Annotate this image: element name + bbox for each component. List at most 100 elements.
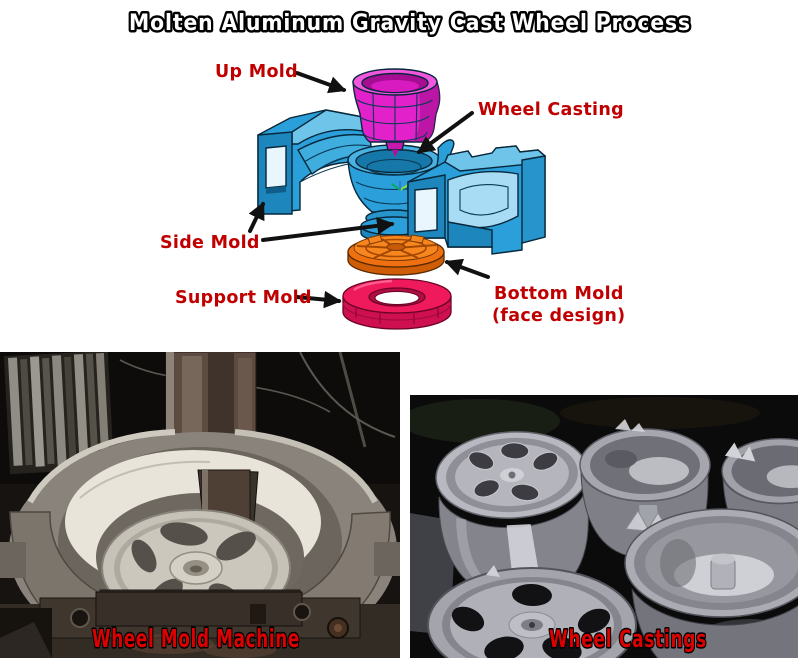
spoke-hole <box>216 531 256 561</box>
rod <box>64 356 77 461</box>
casting-d-shadow <box>660 539 696 587</box>
support-mold-arrow <box>295 290 342 309</box>
axis-marker-icon <box>391 181 409 191</box>
base-plate2 <box>95 591 303 627</box>
side-mold-right-cavity-core <box>459 184 509 216</box>
side-mold-right-hole <box>414 187 438 233</box>
cable <box>299 352 396 438</box>
casting-e-hub-hole <box>529 622 535 628</box>
casting-a-streak <box>456 517 496 589</box>
stain <box>126 634 214 654</box>
spoke-hole <box>131 539 157 573</box>
stain <box>204 642 276 658</box>
bottom-mold-ring <box>365 238 427 258</box>
casting-e-hole <box>577 608 611 634</box>
support-mold-seam <box>342 302 452 321</box>
side-mold-arrow-long <box>261 217 395 242</box>
support-mold-highlight <box>353 279 393 291</box>
rod <box>95 352 110 462</box>
wheel-hub-hole <box>190 565 202 573</box>
rod <box>8 357 23 466</box>
wheel-casting-floor <box>366 158 422 176</box>
casting-a-hole <box>500 442 530 460</box>
side-mold-arrow-short <box>248 201 265 233</box>
casting-c-flash <box>724 442 756 462</box>
spoke-hole <box>160 522 208 546</box>
bottom-mold-label: Bottom Mold <box>494 284 624 304</box>
side-mold-left-hole <box>265 145 287 189</box>
up-mold-shading <box>414 82 440 142</box>
bottom-mold-shape <box>347 234 445 276</box>
photo-wheel-castings: Wheel Castings <box>410 395 798 658</box>
bolt <box>293 603 311 621</box>
mold-top-edge-left <box>27 429 176 504</box>
mold-lug-left <box>0 542 26 578</box>
side-mold-right-end-flange <box>521 155 546 244</box>
casting-big-bowl <box>624 508 798 658</box>
support-mold-label: Support Mold <box>175 288 312 308</box>
up-mold-shape <box>352 68 441 157</box>
up-mold-arrow <box>295 71 347 94</box>
rod <box>42 357 55 465</box>
rod <box>73 354 89 463</box>
hex-bolt-center <box>334 624 342 632</box>
casting-d-hub-top <box>711 553 735 565</box>
stud <box>250 604 266 624</box>
machine-caption: Wheel Mold Machine <box>92 624 300 653</box>
bottom-mold-lugs <box>367 234 425 245</box>
side-mold-left-cavity-line <box>303 144 371 163</box>
support-mold-band-seams <box>355 306 439 324</box>
side-mold-right-shape <box>407 145 547 255</box>
process-diagram: Up Mold Wheel Casting Side Mold Support … <box>160 62 625 330</box>
support-mold-hole <box>374 291 420 305</box>
casting-d-body <box>631 588 798 658</box>
weld-seam <box>79 460 211 499</box>
casting-e-hole <box>542 636 582 658</box>
casting-a-hole <box>532 451 559 471</box>
up-mold-band2 <box>358 115 430 125</box>
up-mold-nub <box>385 141 405 151</box>
casting-a-hole <box>510 483 540 502</box>
wheel-casting-arrow <box>416 111 474 154</box>
side-mold-right-bottom-step <box>447 221 493 248</box>
casting-a-cap-hole <box>508 471 516 479</box>
column-edge <box>166 352 174 478</box>
bottom-mold-spokes <box>356 238 437 259</box>
up-mold-inner-floor <box>371 80 419 92</box>
title-banner: Molten Aluminum Gravity Cast Wheel Proce… <box>127 8 693 39</box>
photo-wheel-mold-machine: Wheel Mold Machine <box>0 352 400 658</box>
casting-e-flash <box>486 565 500 577</box>
casting-b-flash <box>615 419 645 432</box>
axis-y <box>399 184 409 191</box>
side-mold-left-shape <box>257 109 373 215</box>
bottom-mold-arrow <box>444 258 490 279</box>
page-title: Molten Aluminum Gravity Cast Wheel Proce… <box>129 10 691 36</box>
bottom-mold-sublabel: (face design) <box>492 306 625 326</box>
bg-patch <box>560 397 760 429</box>
rod <box>51 355 67 466</box>
rod <box>85 353 99 460</box>
brace <box>0 622 52 658</box>
up-mold-label: Up Mold <box>215 62 298 82</box>
bottom-mold-hub <box>386 243 406 251</box>
casting-e-hole <box>512 583 552 607</box>
up-mold-seams <box>372 92 418 142</box>
column-foot-edge <box>202 470 208 530</box>
wheel-casting-label: Wheel Casting <box>478 100 624 120</box>
casting-b-shine <box>629 457 689 485</box>
mold-top-edge-right <box>234 429 378 504</box>
mold-lug-right <box>374 542 400 576</box>
rod <box>20 359 33 466</box>
casting-a-hole <box>468 451 495 470</box>
casting-e-hole <box>451 606 485 632</box>
rod-diagonal <box>338 352 367 448</box>
support-mold-shape <box>342 278 452 330</box>
castings-caption: Wheel Castings <box>549 625 707 653</box>
casting-b-shadow <box>605 450 637 468</box>
machine-rods <box>3 352 114 475</box>
casting-c-shine <box>766 465 798 489</box>
side-mold-label: Side Mold <box>160 233 260 253</box>
casting-e-hole <box>484 636 524 658</box>
casting-wheel-face <box>427 565 637 658</box>
